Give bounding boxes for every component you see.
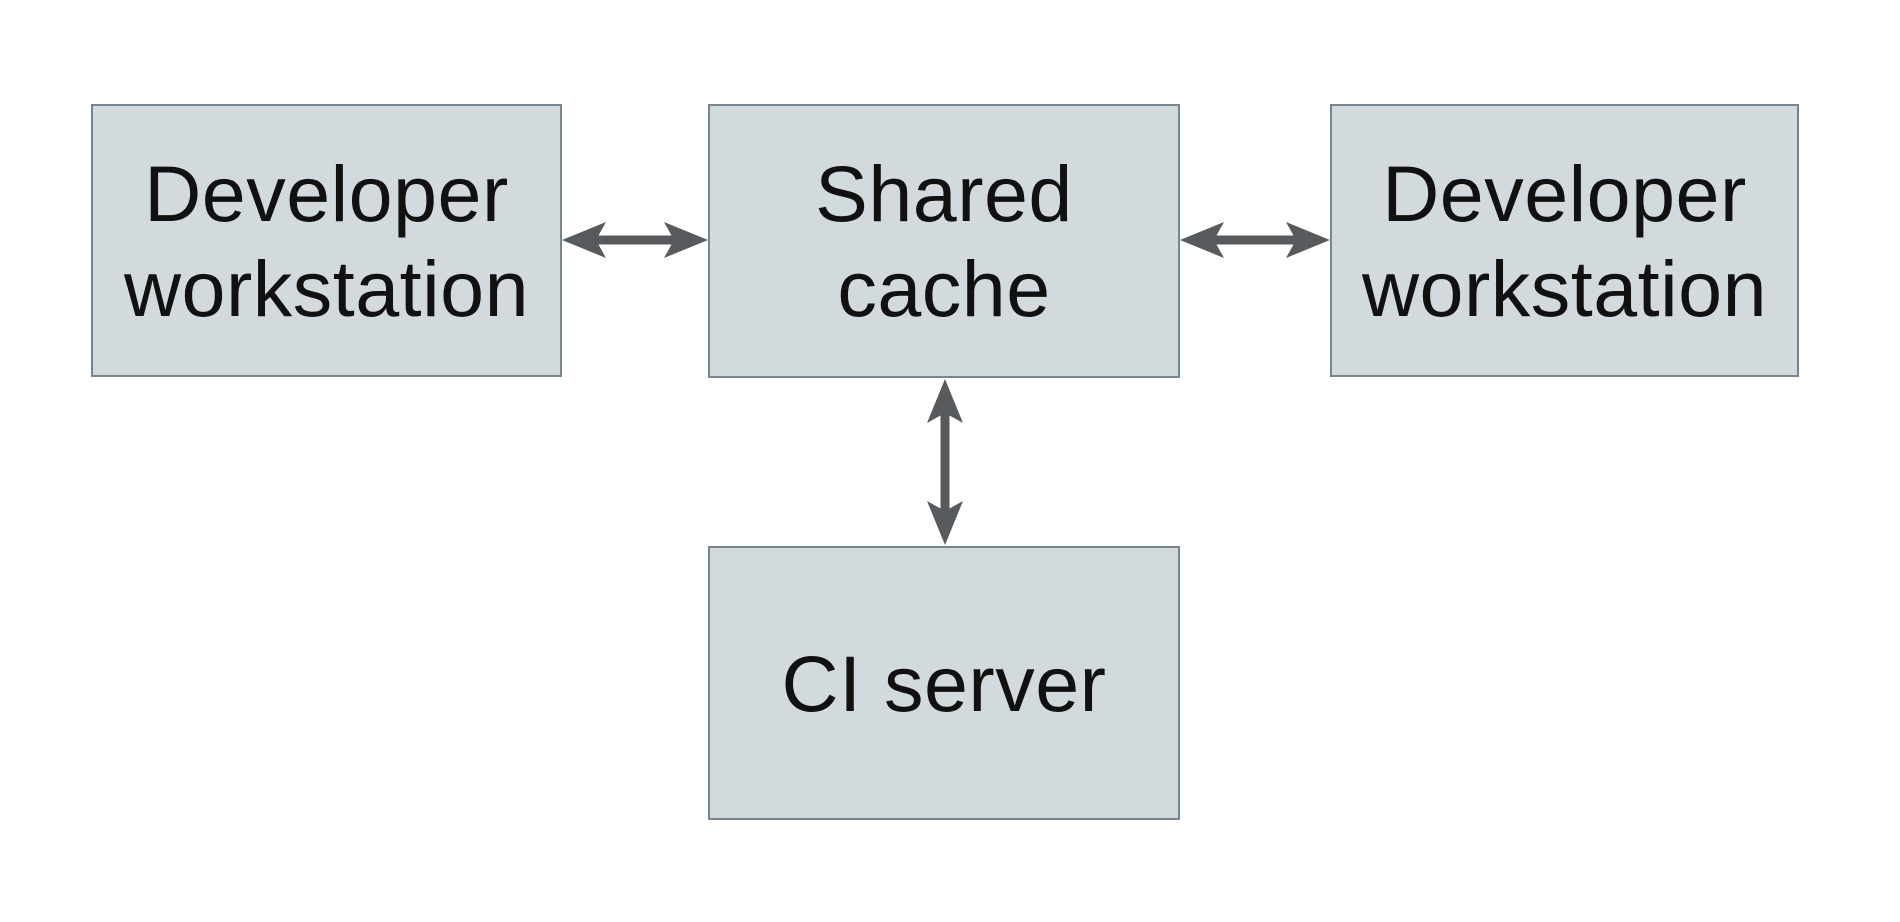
arrowhead-up-icon: [927, 379, 963, 423]
node-developer-workstation-right: Developer workstation: [1330, 104, 1799, 377]
node-developer-workstation-left: Developer workstation: [91, 104, 562, 377]
arrowhead-right-icon: [664, 222, 708, 258]
double-arrow-left-workstation-shared-cache: [562, 222, 708, 258]
double-arrow-shared-cache-ci-server: [927, 379, 963, 545]
arrowhead-left-icon: [1180, 222, 1224, 258]
arrowhead-left-icon: [562, 222, 606, 258]
arrowhead-down-icon: [927, 501, 963, 545]
node-ci-server: CI server: [708, 546, 1180, 820]
node-label-line: workstation: [123, 243, 530, 333]
node-label-line: Shared: [815, 149, 1073, 238]
node-label-line: Developer: [144, 148, 509, 238]
node-label-line: CI server: [781, 638, 1107, 728]
node-label-line: workstation: [1361, 243, 1768, 333]
node-label-line: cache: [837, 244, 1051, 333]
node-label-line: Developer: [1382, 148, 1747, 238]
double-arrow-shared-cache-right-workstation: [1180, 222, 1330, 258]
node-shared-cache: Shared cache: [708, 104, 1180, 378]
arrowhead-right-icon: [1286, 222, 1330, 258]
